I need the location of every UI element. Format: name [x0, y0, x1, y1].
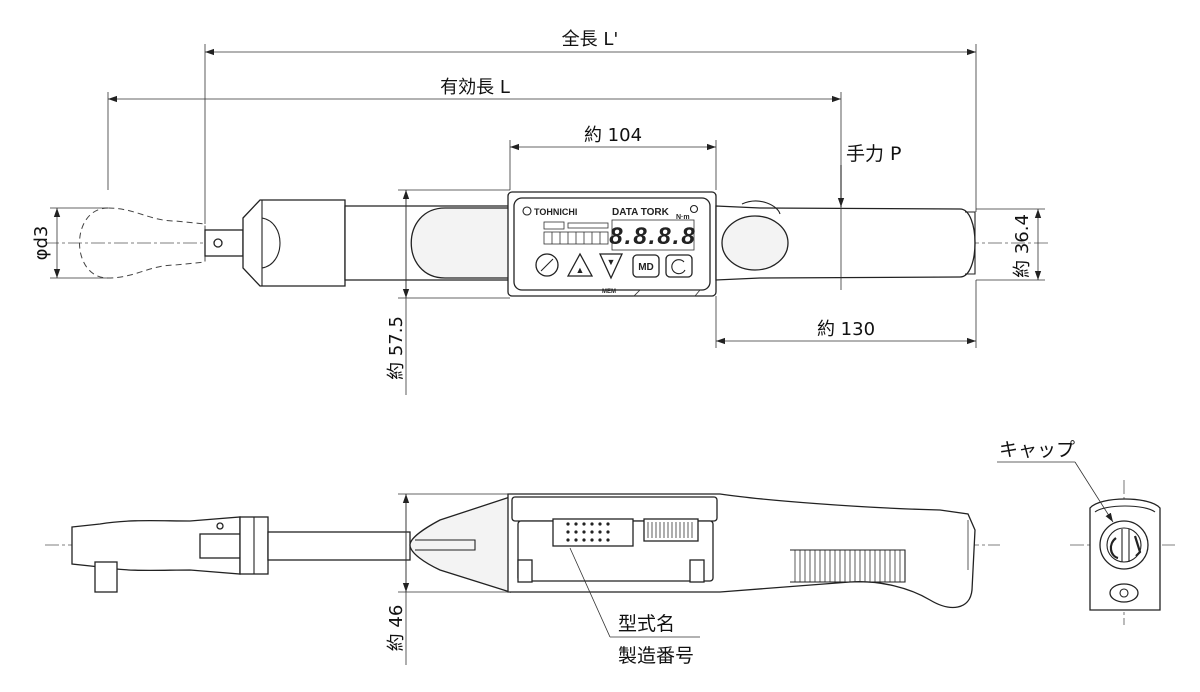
down-button[interactable]	[598, 253, 624, 280]
ratchet-head-outline	[79, 207, 206, 279]
label-dots	[566, 522, 610, 542]
clear-button[interactable]	[665, 254, 693, 278]
brand-text: TOHNICHI	[534, 207, 577, 217]
grip-ribs	[794, 550, 901, 582]
model-name-label: 型式名	[618, 613, 675, 635]
grip-window	[721, 215, 789, 271]
side-shaft	[267, 531, 411, 561]
drive-pin-icon	[213, 238, 223, 248]
hand-force-label: 手力 P	[846, 143, 902, 165]
unit-text: N·m	[676, 214, 690, 221]
height-side-label: 約 46	[386, 605, 407, 652]
overall-length-label: 全長 L'	[562, 29, 619, 50]
md-label: MD	[638, 262, 654, 273]
brand-logo-icon	[522, 206, 532, 216]
side-view: 型式名 製造番号 約 46	[45, 493, 1000, 667]
main-lcd	[611, 219, 695, 251]
side-display-top	[511, 496, 718, 522]
grip-height-label: 約 36.4	[1012, 214, 1033, 278]
cap-arc-icon	[1109, 537, 1119, 560]
label-leader	[569, 547, 611, 638]
serial-label-plate	[643, 518, 699, 542]
hex-collar	[242, 199, 346, 287]
effective-length-label: 有効長 L	[440, 77, 510, 98]
nose-cover	[410, 207, 511, 279]
side-nose	[409, 496, 511, 593]
side-square-drive	[94, 561, 118, 593]
handle-length-label: 約 130	[817, 319, 875, 340]
end-view: キャップ	[997, 439, 1175, 625]
down-arrow-icon: ▼	[607, 257, 616, 267]
top-dimensions: 全長 L' 有効長 L 約 104 手力 P 約 130 φd3 約 57.5	[31, 29, 1045, 395]
mem-slot	[633, 289, 701, 297]
up-arrow-icon: ▲	[576, 265, 585, 275]
clear-icon	[671, 259, 686, 275]
cap-label: キャップ	[999, 439, 1075, 461]
end-cap	[965, 211, 976, 275]
md-button[interactable]	[632, 254, 660, 278]
mini-lcd	[543, 221, 609, 245]
cap-leader	[1074, 461, 1114, 523]
product-text: DATA TORK	[612, 207, 670, 218]
height-top-label: 約 57.5	[386, 316, 407, 380]
display-width-label: 約 104	[584, 125, 642, 146]
up-button[interactable]	[566, 252, 594, 277]
grip-bump	[741, 200, 781, 215]
top-view: TOHNICHI DATA TORK N·m 8.8.8.8 ▲ ▼ MD	[45, 191, 1050, 297]
end-oval	[1109, 583, 1139, 603]
side-socket	[199, 533, 241, 559]
serial-number-label: 製造番号	[618, 645, 694, 667]
head-diameter-label: φd3	[31, 226, 52, 261]
power-icon	[540, 258, 554, 272]
collar-curve	[261, 217, 281, 269]
serial-barcode	[647, 522, 693, 538]
square-drive	[204, 229, 244, 257]
mem-text: MEM	[602, 289, 616, 295]
lcd-digits: 8.8.8.8	[609, 223, 696, 250]
led-icon	[689, 204, 699, 214]
